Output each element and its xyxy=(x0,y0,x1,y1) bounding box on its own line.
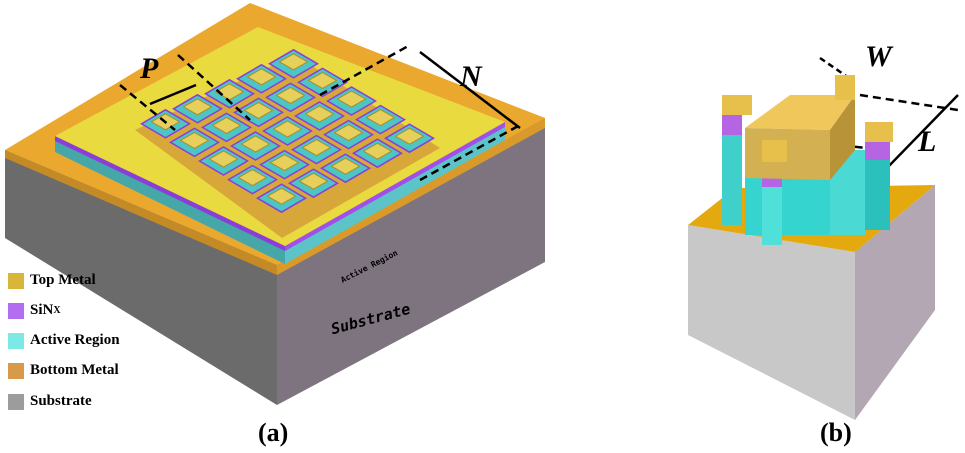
swatch xyxy=(8,332,24,349)
b-substrate-front xyxy=(688,225,855,420)
pixel-top-contact xyxy=(243,101,274,119)
legend-label: Bottom Metal xyxy=(30,362,119,378)
pixel-top-contact xyxy=(275,86,306,104)
sinx-layer-right xyxy=(285,122,505,251)
pixel-top-contact xyxy=(266,187,297,205)
b-sinx-right xyxy=(865,140,890,160)
pixel-top-contact xyxy=(336,90,367,108)
pixel-top-contact xyxy=(278,53,309,71)
swatch xyxy=(8,362,24,379)
n-arrow xyxy=(419,51,521,129)
b-metal-front xyxy=(762,140,787,162)
label-n: N xyxy=(460,60,482,93)
pixel-top-contact xyxy=(362,142,393,160)
p-dash-right xyxy=(177,54,251,121)
b-active-far xyxy=(865,160,890,230)
substrate-left-face xyxy=(5,150,277,405)
panel-b-device xyxy=(688,75,935,420)
pixel-top-contact xyxy=(208,150,239,168)
legend-label: SiN xyxy=(30,302,54,318)
caption-b: (b) xyxy=(820,418,852,447)
pixel-top-contact xyxy=(182,98,213,116)
swatch xyxy=(8,272,24,289)
pixel-top-contact xyxy=(304,105,335,123)
b-active-left xyxy=(722,135,742,225)
active-region-layer-right xyxy=(285,126,505,264)
n-dash-top xyxy=(319,43,411,97)
b-top-metal-front xyxy=(745,128,830,180)
bottom-metal-left-edge xyxy=(5,150,277,275)
caption-a: (a) xyxy=(258,418,289,447)
swatch xyxy=(8,393,24,410)
pixel-top-contact xyxy=(240,135,271,153)
label-l: L xyxy=(918,125,937,158)
pixel-top-contact xyxy=(301,139,332,157)
legend-subscript: X xyxy=(53,305,61,316)
pixel-top-contact xyxy=(246,68,277,86)
pixel-top-contact xyxy=(394,127,425,145)
b-substrate-right xyxy=(855,185,935,420)
pixel-top-contact xyxy=(237,169,268,187)
substrate-right-face xyxy=(277,118,545,405)
b-metal-left xyxy=(722,95,752,115)
p-arrow xyxy=(149,83,197,106)
label-w: W xyxy=(865,40,892,73)
pixel-top-contact xyxy=(272,120,303,138)
pixel-top-contact xyxy=(365,109,396,127)
active-region-layer xyxy=(55,140,285,264)
n-dash-bottom xyxy=(419,123,521,182)
legend-label: Top Metal xyxy=(30,272,96,288)
b-top-metal-side xyxy=(830,95,855,180)
pixel-top-contact xyxy=(211,116,242,134)
l-arrow xyxy=(884,94,959,171)
pixel-top-contact xyxy=(330,157,361,175)
legend-item-substrate: Substrate xyxy=(8,393,92,410)
pixel-top-contact xyxy=(333,124,364,142)
label-p: P xyxy=(140,52,159,85)
pixel-top-contact xyxy=(307,71,338,89)
pixel-top-contact xyxy=(179,131,210,149)
legend-label: Active Region xyxy=(30,332,120,348)
b-metal-back xyxy=(835,75,855,100)
p-dash-left xyxy=(119,84,176,131)
l-dash-top xyxy=(859,93,959,112)
b-sinx-left xyxy=(722,115,742,135)
pixel-top-contact xyxy=(214,83,245,101)
pixel-top-contact xyxy=(298,172,329,190)
bottom-metal-right-edge xyxy=(277,118,545,275)
legend-label: Substrate xyxy=(30,393,92,409)
legend-item-top-metal: Top Metal xyxy=(8,272,96,289)
b-top-metal-top xyxy=(745,95,855,130)
pixel-top-contact xyxy=(269,154,300,172)
sinx-layer xyxy=(55,136,285,251)
b-metal-right xyxy=(865,122,893,142)
legend-item-active-region: Active Region xyxy=(8,332,120,349)
legend-item-bottom-metal: Bottom Metal xyxy=(8,362,119,379)
swatch xyxy=(8,302,24,319)
